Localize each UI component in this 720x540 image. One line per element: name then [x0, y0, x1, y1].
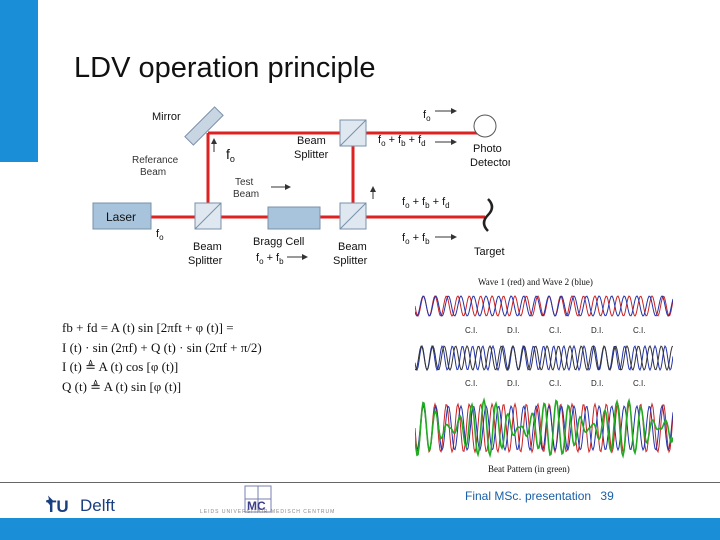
freq-fo-ref: fo [226, 146, 235, 164]
reference-beam-label-2: Beam [140, 167, 166, 178]
svg-text:MC: MC [247, 499, 266, 513]
mirror-label: Mirror [152, 111, 181, 123]
wave1-row2 [415, 344, 673, 372]
beam-splitter-top-label-1: Beam [297, 135, 326, 147]
wave2-row2 [415, 344, 673, 372]
photo-detector-label-2: Detector [470, 157, 510, 169]
direction-arrows [211, 108, 457, 260]
beam-splitter-top [339, 119, 367, 147]
laser-box [92, 202, 152, 230]
beam-splitter-top-label-2: Splitter [294, 149, 329, 161]
wave-row1-label: D.I. [591, 326, 603, 335]
beam-splitter-left-label-2: Splitter [188, 255, 223, 267]
slide-title: LDV operation principle [74, 52, 376, 84]
bragg-cell [267, 206, 321, 230]
test-beam-label-2: Beam [233, 189, 259, 200]
bragg-cell-label: Bragg Cell [253, 236, 304, 248]
wave-bottom-caption: Beat Pattern (in green) [488, 464, 570, 474]
wave1-row1 [415, 295, 673, 317]
accent-bar [0, 0, 38, 162]
freq-sum-detector: fo + fb + fd [378, 134, 426, 148]
beat-envelope [415, 397, 673, 459]
wave-row2-label: C.I. [549, 379, 561, 388]
footer-bar [0, 518, 720, 540]
tudelft-delft-text: Delft [80, 496, 115, 515]
beam-splitter-left-label-1: Beam [193, 241, 222, 253]
wave-row2-label: D.I. [507, 379, 519, 388]
target-label: Target [474, 246, 505, 258]
reference-beam-label-1: Referance [132, 155, 179, 166]
wave-row1-label: D.I. [507, 326, 519, 335]
freq-fo-fb-target: fo + fb [402, 232, 430, 246]
equation-line-2: I (t) · sin (2πf) + Q (t) · sin (2πf + π… [62, 339, 262, 355]
photo-detector-label-1: Photo [473, 143, 502, 155]
equation-line-4: Q (t) ≜ A (t) sin [φ (t)] [62, 378, 182, 394]
mirror [184, 106, 224, 146]
tudelft-tu-text: TU [46, 497, 69, 516]
wave-top-caption: Wave 1 (red) and Wave 2 (blue) [478, 277, 593, 287]
equation-line-3: I (t) ≜ A (t) cos [φ (t)] [62, 359, 179, 374]
beam-splitter-right-label-1: Beam [338, 241, 367, 253]
test-beam-label-1: Test [235, 177, 254, 188]
photo-detector [473, 114, 497, 138]
target [482, 198, 494, 232]
laser-label: Laser [106, 210, 136, 224]
footer-presentation-label: Final MSc. presentation 39 [465, 489, 614, 503]
beam-splitter-left [194, 202, 222, 230]
tudelft-flame-icon [46, 495, 53, 508]
presentation-label: Final MSc. presentation [465, 489, 592, 503]
equation-line-1: fb + fd = A (t) sin [2πft + φ (t)] = [62, 320, 234, 335]
wave-row2-label: D.I. [591, 379, 603, 388]
ldv-optical-diagram: Mirror Beam Splitter Beam Splitter Beam … [92, 106, 510, 267]
footer-divider [0, 482, 720, 483]
wave-row1-label: C.I. [633, 326, 645, 335]
lumc-logo-caption: LEIDS UNIVERSITAIR MEDISCH CENTRUM [200, 509, 336, 515]
beam-splitter-right [339, 202, 367, 230]
wave-row1-label: C.I. [465, 326, 477, 335]
lumc-logo-icon: MC [244, 485, 272, 513]
freq-fo-laser: fo [156, 228, 164, 242]
wave-row2-label: C.I. [465, 379, 477, 388]
page-number: 39 [600, 489, 614, 503]
freq-sum-return: fo + fb + fd [402, 196, 450, 210]
freq-fo-detector: fo [423, 109, 431, 123]
wave-figure: C.I. D.I. C.I. D.I. C.I. C.I. D.I. C.I. D.I. C.I. [415, 295, 673, 459]
wave-row1-label: C.I. [549, 326, 561, 335]
freq-fo-fb-bragg: fo + fb [256, 252, 284, 266]
beam-splitter-right-label-2: Splitter [333, 255, 368, 267]
wave2-row1 [415, 295, 673, 317]
equations-block: fb + fd = A (t) sin [2πft + φ (t)] = I (… [62, 318, 262, 396]
wave-row2-label: C.I. [633, 379, 645, 388]
